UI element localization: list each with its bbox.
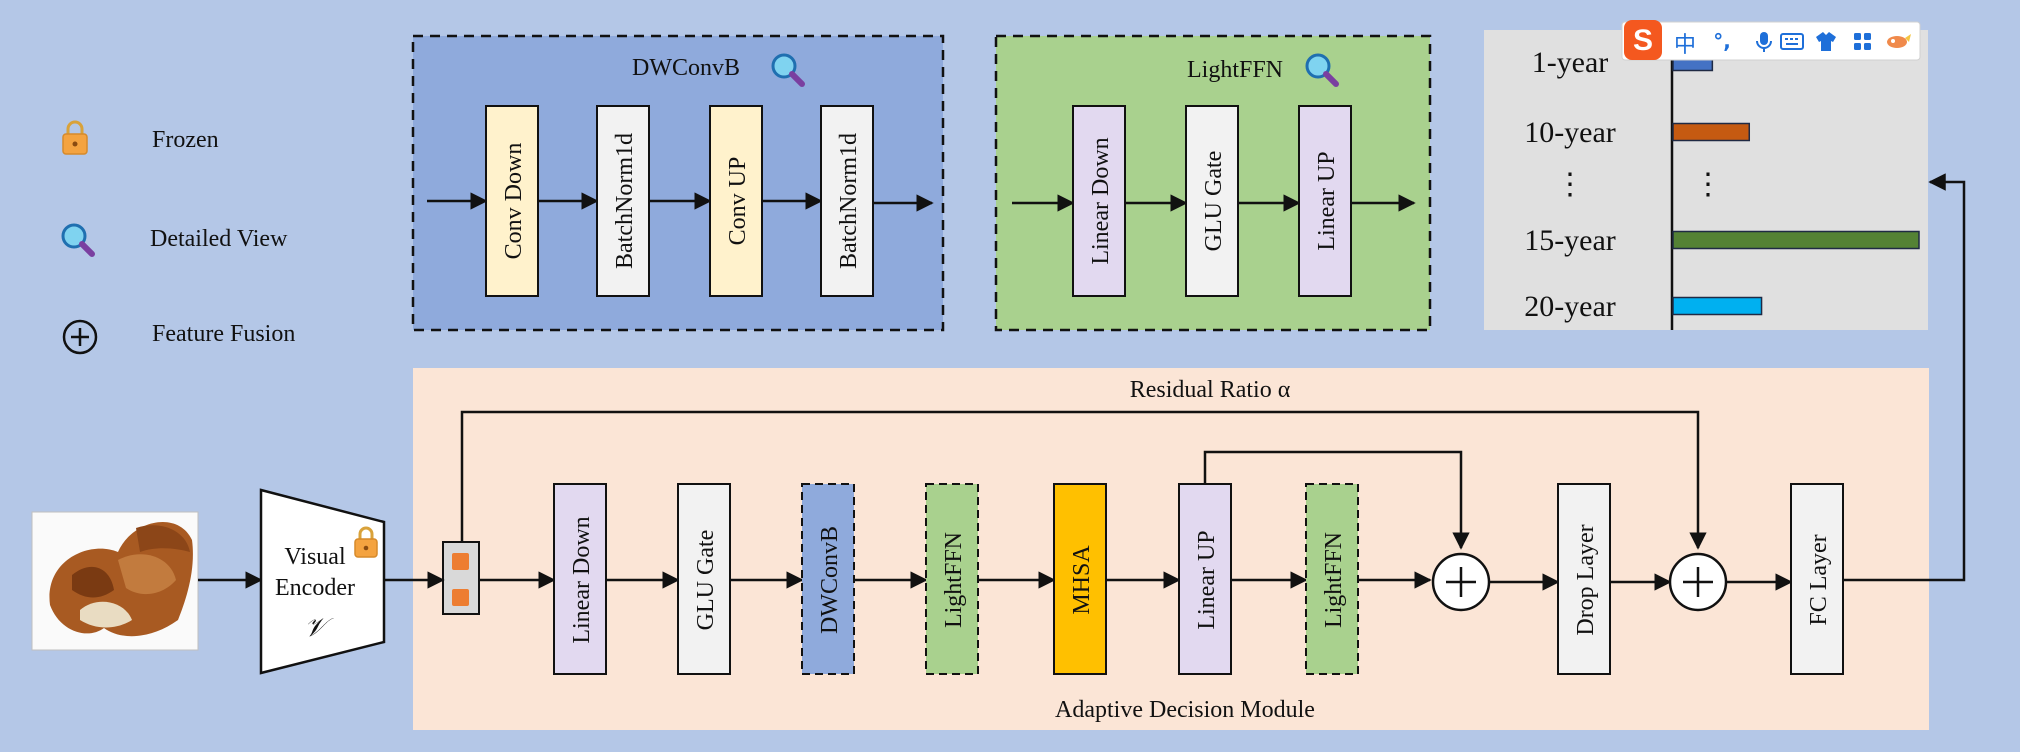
chart-category-label: 10-year	[1524, 116, 1616, 149]
lock-icon	[62, 120, 88, 155]
module-panel-frame	[413, 368, 1929, 730]
mhsa-label: MHSA	[1069, 545, 1095, 615]
glu-gate-block	[677, 483, 731, 675]
linear-down-label: Linear Down	[1088, 137, 1114, 264]
dwconvb-title: DWConvB	[632, 55, 740, 81]
legend-feature-fusion-label: Feature Fusion	[152, 321, 295, 347]
linear-down-label: Linear Down	[569, 516, 595, 643]
ime-chinese-mode[interactable]: 中	[1674, 33, 1696, 58]
module-title: Adaptive Decision Module	[1055, 697, 1315, 723]
lightffn-panel: LightFFN Linear Down GLU Gate Linear UP	[994, 34, 1432, 332]
chart-ellipsis-right: ⋮	[1693, 168, 1723, 201]
drop-layer-label: Drop Layer	[1573, 524, 1599, 635]
linear-up-label: Linear UP	[1194, 530, 1220, 629]
ime-logo-letter: S	[1633, 24, 1653, 57]
shirt-icon[interactable]	[1816, 32, 1836, 51]
ime-punctuation-mode[interactable]: °,	[1713, 29, 1731, 53]
encoder-label-line1: Visual	[284, 544, 346, 570]
batchnorm1d-label: BatchNorm1d	[612, 133, 638, 269]
legend-frozen-label: Frozen	[152, 127, 219, 153]
glu-gate-label: GLU Gate	[693, 530, 719, 631]
input-image	[31, 511, 199, 651]
legend: Frozen Detailed View Feature Fusion	[61, 120, 295, 355]
dwconvb-panel: DWConvB Conv Down BatchNorm1d Conv UP Ba…	[411, 34, 945, 332]
visual-encoder: Visual Encoder 𝒱	[259, 488, 386, 675]
conv-up-block	[709, 105, 763, 297]
lightffn-label: LightFFN	[1321, 532, 1347, 628]
conv-down-label: Conv Down	[501, 143, 527, 260]
conv-down-block	[485, 105, 539, 297]
feature-fusion-node	[1431, 552, 1491, 612]
mic-icon[interactable]	[1756, 32, 1772, 52]
legend-detailed-view-label: Detailed View	[150, 226, 288, 252]
residual-skip-connection	[460, 410, 1707, 550]
ime-logo[interactable]	[1624, 20, 1662, 60]
ime-toolbar[interactable]: S 中 °,	[1621, 20, 1921, 61]
fc-layer-label: FC Layer	[1806, 534, 1832, 625]
linear-down-block	[1072, 105, 1126, 297]
adaptive-decision-module: Residual Ratio α Adaptive Decision Modul…	[413, 368, 1929, 730]
chart-ellipsis-left: ⋮	[1555, 168, 1585, 201]
batchnorm1d-block	[596, 105, 650, 297]
encoder-label-line2: Encoder	[275, 575, 355, 601]
chart-background	[1484, 30, 1928, 330]
drop-layer-block	[1557, 483, 1611, 675]
glu-gate-block	[1185, 105, 1239, 297]
menu-icon[interactable]	[1887, 34, 1911, 48]
output-arrow	[1843, 173, 1966, 582]
magnifier-icon	[61, 223, 95, 257]
magnifier-icon	[771, 53, 805, 87]
dwconvb-label: DWConvB	[817, 526, 843, 634]
chart-category-label: 15-year	[1524, 224, 1616, 257]
residual-ratio-label: Residual Ratio α	[1130, 377, 1291, 403]
glu-gate-label: GLU Gate	[1201, 151, 1227, 252]
token-square	[452, 589, 469, 606]
lock-icon	[354, 526, 378, 558]
linear-up-skip-connection	[1203, 450, 1470, 550]
keyboard-icon[interactable]	[1780, 33, 1804, 50]
feature-fusion-node	[1668, 552, 1728, 612]
token-square	[452, 553, 469, 570]
circle-plus-icon	[62, 319, 98, 355]
dwconvb-block	[801, 483, 855, 675]
lightffn-block	[1305, 483, 1359, 675]
lightffn-title: LightFFN	[1187, 57, 1283, 83]
grid-icon[interactable]	[1854, 33, 1871, 50]
conv-up-label: Conv UP	[725, 157, 751, 246]
linear-up-label: Linear UP	[1314, 151, 1340, 250]
magnifier-icon	[1305, 53, 1339, 87]
chart-bar	[1672, 122, 1751, 142]
linear-up-block	[1298, 105, 1352, 297]
chart-bar	[1672, 230, 1920, 250]
lightffn-label: LightFFN	[941, 532, 967, 628]
batchnorm1d-label: BatchNorm1d	[836, 133, 862, 269]
chart-bar	[1672, 296, 1763, 316]
lightffn-block	[925, 483, 979, 675]
chart-category-label: 20-year	[1524, 290, 1616, 323]
linear-down-block	[553, 483, 607, 675]
chart-category-label: 1-year	[1532, 46, 1609, 79]
chart-panel: 1-year 10-year 15-year 20-year ⋮ ⋮	[1484, 30, 1928, 330]
batchnorm1d-block	[820, 105, 874, 297]
